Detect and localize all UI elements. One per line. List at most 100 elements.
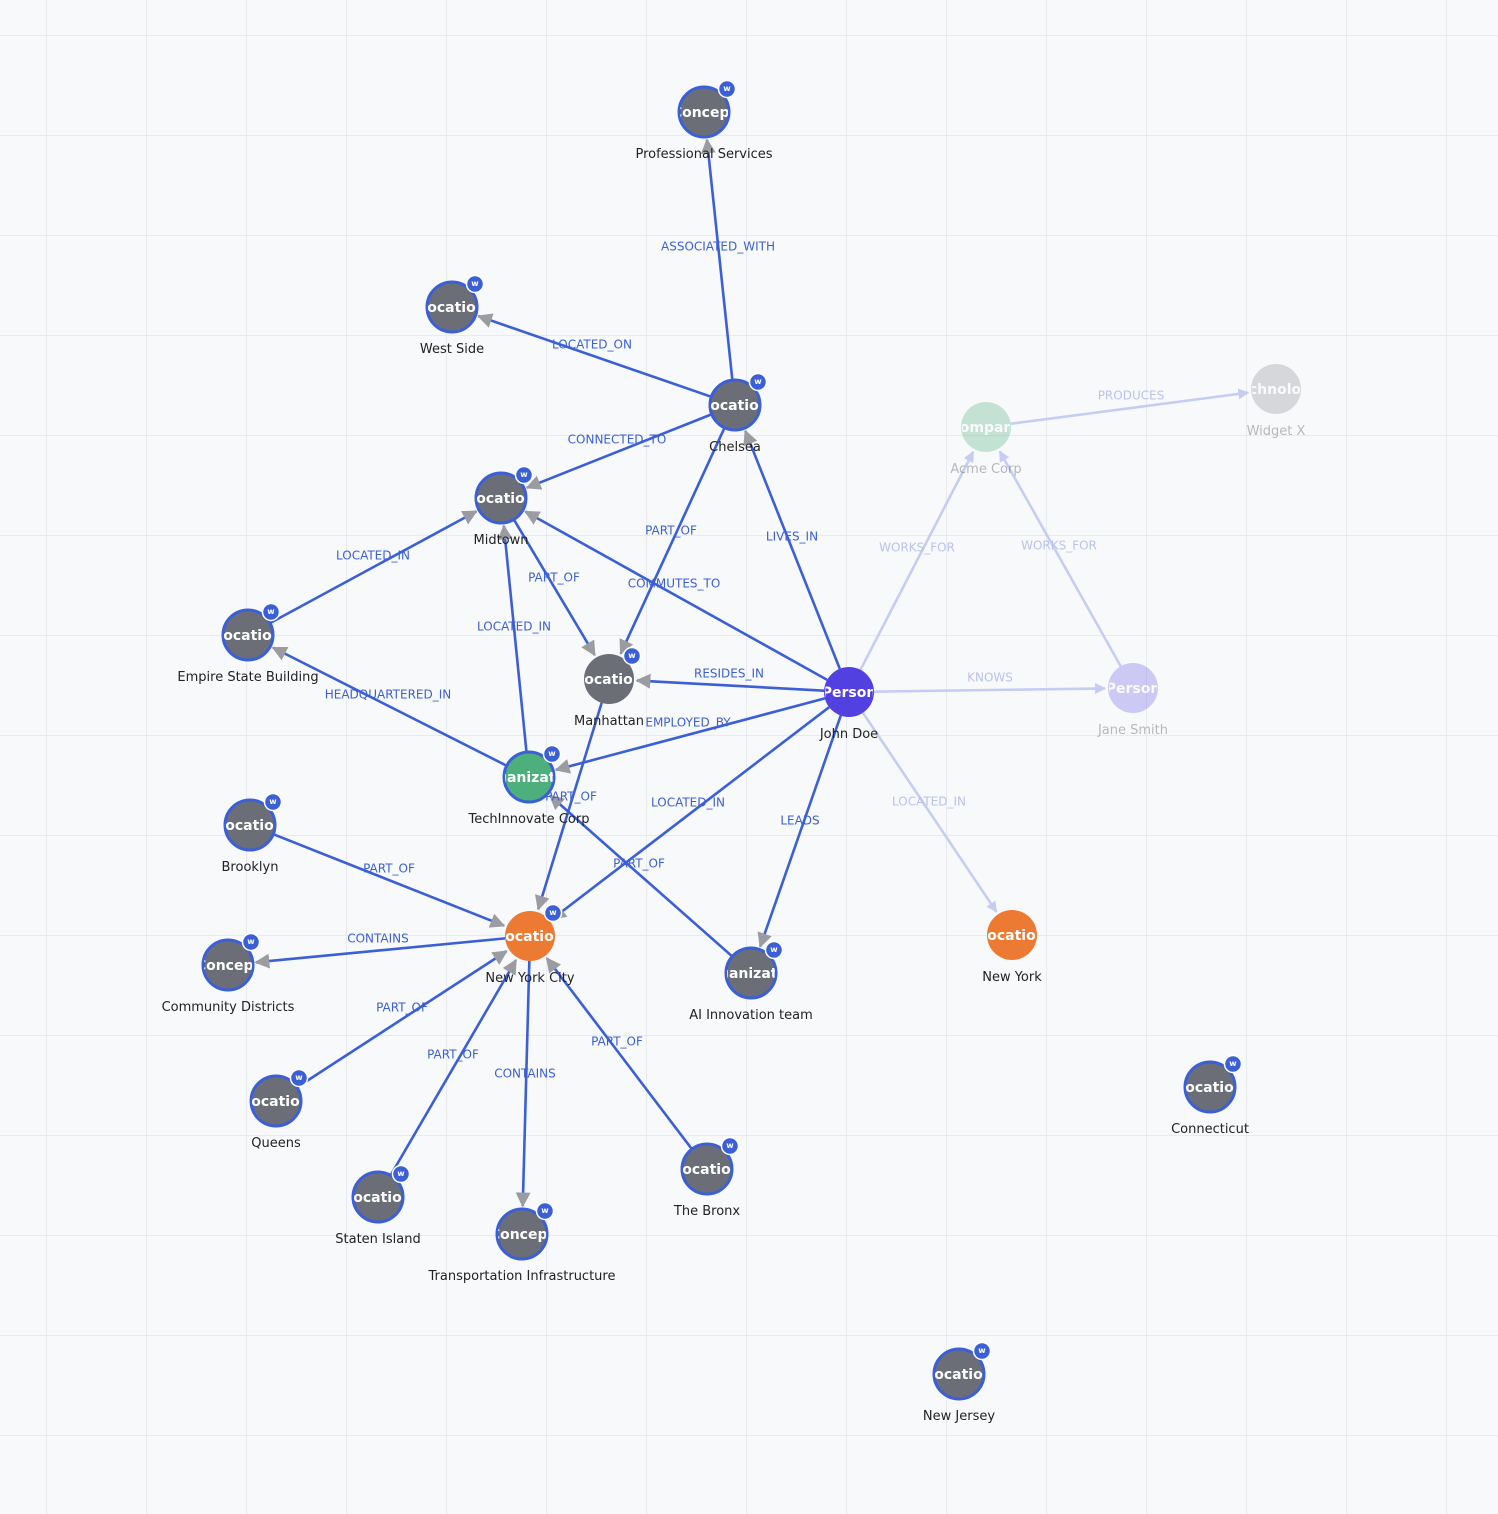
edge-chelsea-located-on-west-side[interactable] xyxy=(477,313,712,399)
wiki-badge-icon[interactable]: w xyxy=(261,602,281,622)
edge-john-doe-lives-in-chelsea[interactable] xyxy=(743,429,841,670)
edge-chelsea-associated-with-professional-services[interactable] xyxy=(700,138,734,381)
wiki-badge-icon[interactable]: w xyxy=(514,465,534,485)
edge-john-doe-located-in-new-york[interactable] xyxy=(861,712,998,913)
edge-empire-state-located-in-midtown[interactable] xyxy=(269,510,478,625)
edge-nyc-contains-transportation[interactable] xyxy=(515,960,531,1208)
node-circle[interactable] xyxy=(425,280,479,334)
wiki-badge-label: w xyxy=(549,908,557,917)
node-circle[interactable] xyxy=(724,946,778,1000)
node-circle[interactable] xyxy=(932,1347,986,1401)
edge-jane-smith-works-for-acme-corp[interactable] xyxy=(998,450,1122,667)
edge-john-doe-resides-in-manhattan[interactable] xyxy=(635,673,825,692)
edge-chelsea-part-of-manhattan[interactable] xyxy=(619,427,726,655)
node-circle[interactable] xyxy=(708,378,762,432)
edge-chelsea-connected-to-midtown[interactable] xyxy=(525,413,713,490)
edge-john-doe-located-in-nyc[interactable] xyxy=(551,706,830,921)
node-name-label: Brooklyn xyxy=(222,860,279,875)
edge-label: PART_OF xyxy=(427,1048,479,1062)
node-circle[interactable] xyxy=(1108,663,1158,713)
edge-queens-part-of-nyc[interactable] xyxy=(296,950,508,1089)
edge-manhattan-part-of-nyc[interactable] xyxy=(535,702,603,911)
edge-john-doe-employed-by-techinnovate[interactable] xyxy=(554,697,826,774)
edge-john-doe-commutes-to-midtown[interactable] xyxy=(524,510,828,681)
node-circle[interactable] xyxy=(677,85,731,139)
wiki-badge-label: w xyxy=(247,937,255,946)
wiki-badge-icon[interactable]: w xyxy=(720,1136,740,1156)
edge-john-doe-works-for-acme-corp[interactable] xyxy=(859,450,975,671)
wiki-badge-icon[interactable]: w xyxy=(1223,1054,1243,1074)
node-circle[interactable] xyxy=(351,1170,405,1224)
edge-label: HEADQUARTERED_IN xyxy=(325,688,452,702)
wiki-badge-icon[interactable]: w xyxy=(748,372,768,392)
wiki-badge-icon[interactable]: w xyxy=(391,1164,411,1184)
wiki-badge-icon[interactable]: w xyxy=(289,1068,309,1088)
node-circle[interactable] xyxy=(221,608,275,662)
node-circle[interactable] xyxy=(505,911,555,961)
edge-staten-island-part-of-nyc[interactable] xyxy=(389,958,518,1177)
wiki-badge-icon[interactable]: w xyxy=(543,903,563,923)
edge-midtown-part-of-manhattan[interactable] xyxy=(512,518,596,657)
wiki-badge-icon[interactable]: w xyxy=(622,646,642,666)
wiki-badge-icon[interactable]: w xyxy=(717,79,737,99)
edge-brooklyn-part-of-nyc[interactable] xyxy=(272,833,506,928)
wiki-badge-icon[interactable]: w xyxy=(465,274,485,294)
node-circle[interactable] xyxy=(495,1207,549,1261)
edge-john-doe-leads-ai-team[interactable] xyxy=(757,715,842,948)
wiki-badge-icon[interactable]: w xyxy=(535,1201,555,1221)
node-circle[interactable] xyxy=(987,910,1037,960)
wiki-badge-icon[interactable]: w xyxy=(263,792,283,812)
wiki-badge-icon[interactable]: w xyxy=(764,940,784,960)
wiki-badge-icon[interactable]: w xyxy=(542,744,562,764)
edge-techinnovate-located-in-midtown[interactable] xyxy=(497,524,528,753)
node-type-label: Organization xyxy=(478,770,580,786)
node-circle[interactable] xyxy=(249,1074,303,1128)
node-circle[interactable] xyxy=(474,471,528,525)
wiki-badge-icon[interactable]: w xyxy=(972,1341,992,1361)
node-circle[interactable] xyxy=(961,402,1011,452)
node-circle[interactable] xyxy=(1251,364,1301,414)
wiki-badge-icon[interactable]: w xyxy=(241,932,261,952)
edge-label: PART_OF xyxy=(613,857,665,871)
node-circle[interactable] xyxy=(680,1142,734,1196)
edge-acme-corp-produces-widget-x[interactable] xyxy=(1010,388,1250,426)
wiki-badge-label: w xyxy=(1229,1059,1237,1068)
edge-ai-team-part-of-techinnovate[interactable] xyxy=(548,794,734,958)
node-circle[interactable] xyxy=(201,938,255,992)
edge-nyc-contains-community-districts[interactable] xyxy=(254,937,506,969)
node-type-label: Location xyxy=(344,1190,411,1206)
node-circle[interactable] xyxy=(502,750,556,804)
edge-john-doe-knows-jane-smith[interactable] xyxy=(873,683,1107,695)
node-circle[interactable] xyxy=(824,667,874,717)
edge-techinnovate-headquartered-in-empire-state[interactable] xyxy=(271,646,508,767)
node-circle[interactable] xyxy=(1183,1060,1237,1114)
wiki-badge-label: w xyxy=(269,797,277,806)
node-circle[interactable] xyxy=(584,654,634,704)
edge-the-bronx-part-of-nyc[interactable] xyxy=(545,957,693,1150)
node-circle[interactable] xyxy=(223,798,277,852)
